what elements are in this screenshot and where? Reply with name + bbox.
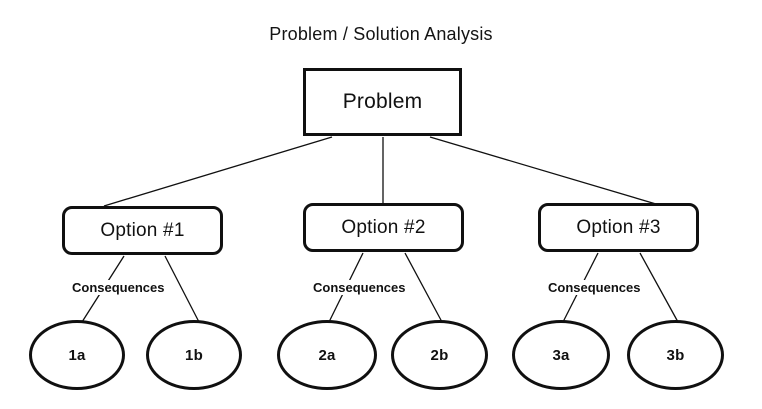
node-consequence-3b-label: 3b [666,346,685,364]
consequences-label-option-1: Consequences [70,280,167,295]
consequences-label-option-3: Consequences [546,280,643,295]
connector-problem-to-option-3 [429,136,657,205]
node-consequence-2b[interactable]: 2b [391,320,488,390]
node-consequence-3b[interactable]: 3b [627,320,724,390]
node-consequence-2a-label: 2a [318,346,336,364]
page-title: Problem / Solution Analysis [269,24,493,44]
node-consequence-1a[interactable]: 1a [29,320,125,390]
connector-option-3-to-node-3b [639,252,679,323]
node-problem-label: Problem [342,90,423,113]
connector-option-2-to-node-2b [404,252,443,323]
connector-problem-to-option-1 [103,136,333,207]
connector-option-1-to-node-1b [164,255,200,323]
node-option-3-label: Option #3 [576,216,661,238]
node-consequence-1b[interactable]: 1b [146,320,242,390]
node-consequence-1a-label: 1a [68,346,86,364]
node-consequence-1b-label: 1b [185,346,203,364]
node-consequence-3a-label: 3a [552,346,570,364]
node-consequence-2b-label: 2b [430,346,449,364]
node-option-2[interactable]: Option #2 [303,203,464,252]
node-option-1[interactable]: Option #1 [62,206,223,255]
node-consequence-2a[interactable]: 2a [277,320,377,390]
node-option-2-label: Option #2 [341,216,426,238]
node-option-1-label: Option #1 [100,219,185,241]
node-consequence-3a[interactable]: 3a [512,320,610,390]
node-option-3[interactable]: Option #3 [538,203,699,252]
consequences-label-option-2: Consequences [311,280,408,295]
node-problem[interactable]: Problem [303,68,462,136]
